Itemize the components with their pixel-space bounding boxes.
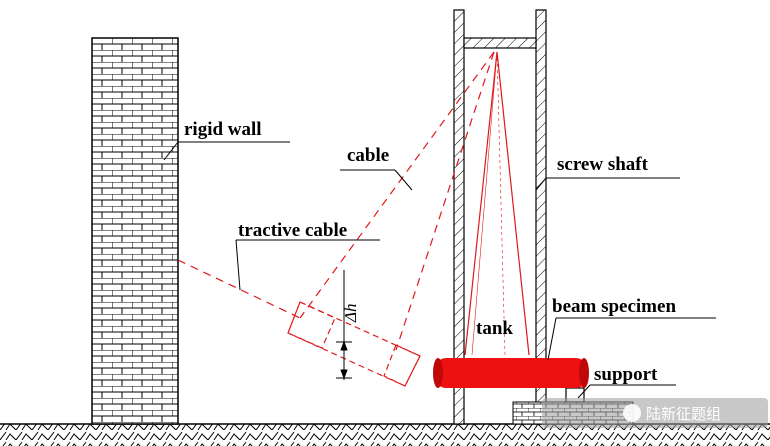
tractive-cable-label: tractive cable bbox=[238, 220, 347, 241]
support-label: support bbox=[594, 364, 658, 385]
tank-label: tank bbox=[476, 318, 513, 339]
tank bbox=[433, 358, 589, 388]
watermark-logo-icon bbox=[623, 404, 641, 422]
tank-displaced bbox=[287, 301, 421, 387]
cable-dashed bbox=[299, 51, 495, 351]
tractive-cable bbox=[177, 259, 301, 319]
cables bbox=[464, 51, 530, 356]
delta-h-dimension bbox=[336, 270, 352, 380]
rigid-wall bbox=[91, 37, 179, 425]
cable-label: cable bbox=[347, 145, 389, 166]
rigid-wall-label: rigid wall bbox=[184, 119, 262, 140]
screw-shaft-label: screw shaft bbox=[557, 154, 649, 175]
delta-h-label: Δh bbox=[341, 304, 360, 323]
watermark-text: 陆新征题组 bbox=[646, 405, 721, 423]
leader-lines bbox=[163, 141, 716, 399]
beam-specimen-label: beam specimen bbox=[552, 296, 676, 317]
watermark: 陆新征题组 bbox=[542, 398, 768, 428]
